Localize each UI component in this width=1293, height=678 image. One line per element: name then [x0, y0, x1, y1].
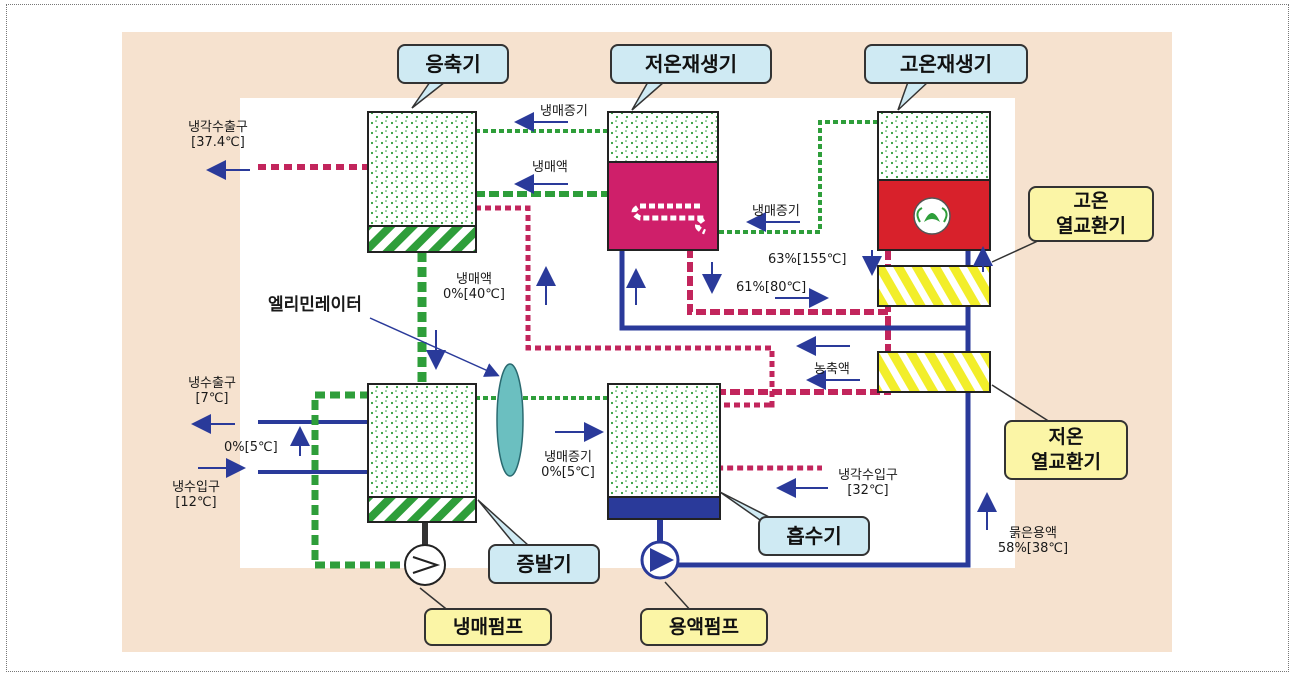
low-temp-hx-line2: 열교환기 [1031, 451, 1101, 473]
cooling-water-out-text: 냉각수출구 [188, 120, 248, 135]
condenser-callout: 응축기 [397, 44, 509, 84]
high-gen-callout-pointer [897, 81, 929, 111]
evap-vapor-label: 냉매증기 0%[5℃] [530, 450, 606, 480]
low-temp-heat-exchanger [877, 351, 991, 393]
cooling-water-in-text: 냉각수입구 [838, 468, 898, 483]
refrigerant-liquid-left-value: 0%[40℃] [443, 287, 505, 302]
cooling-water-in-temp: [32℃] [847, 483, 889, 498]
condenser-callout-pointer [411, 81, 446, 109]
refrigerant-liquid-left-text: 냉매액 [456, 272, 492, 287]
dilute-solution-value: 58%[38℃] [997, 541, 1069, 556]
eliminator-element [496, 363, 524, 477]
refrigerant-vapor-mid-label: 냉매증기 [752, 204, 800, 219]
dilute-solution-branch-pipe [619, 250, 968, 331]
dilute-solution-label: 묽은용액 58%[38℃] [990, 526, 1076, 556]
absorber-vessel [607, 383, 721, 520]
low-gen-value-label: 61%[80℃] [736, 280, 807, 295]
refrigerant-liquid-top-label: 냉매액 [532, 160, 568, 175]
solution-pump-icon [640, 540, 680, 580]
refrigerant-recirc-pipe [311, 391, 400, 569]
high-hx-pointer [991, 239, 1041, 263]
eliminator-label: 엘리민레이터 [268, 295, 362, 315]
evap-value-label: 0%[5℃] [224, 440, 278, 455]
low-temp-generator-vessel [607, 111, 719, 251]
low-gen-callout-pointer [631, 81, 665, 111]
eliminator-pointer [369, 317, 500, 377]
chilled-water-out-label: 냉수출구 [7℃] [176, 376, 248, 406]
concentrated-solution-pipe [617, 248, 891, 400]
high-temp-hx-line2: 열교환기 [1056, 215, 1126, 237]
evap-vapor-text: 냉매증기 [544, 450, 592, 465]
high-temp-generator-vessel [877, 111, 991, 251]
refrigerant-pump-icon [404, 544, 446, 586]
low-temp-generator-callout: 저온재생기 [610, 44, 772, 84]
low-hx-pointer [991, 384, 1051, 423]
high-temp-heat-exchanger [877, 265, 991, 307]
evap-vapor-value: 0%[5℃] [541, 465, 595, 480]
chilled-water-in-text: 냉수입구 [172, 480, 220, 495]
absorber-callout-pointer [719, 491, 776, 521]
refrigerant-liquid-left-label: 냉매액 0%[40℃] [438, 272, 510, 302]
cooling-water-out-temp: [37.4℃] [191, 135, 245, 150]
evaporator-vessel [367, 383, 477, 523]
low-temp-hx-callout: 저온 열교환기 [1004, 420, 1128, 480]
dilute-solution-text: 묽은용액 [1009, 526, 1057, 541]
solution-pump-callout: 용액펌프 [640, 608, 768, 646]
chilled-water-in-label: 냉수입구 [12℃] [160, 480, 232, 510]
high-temp-hx-line1: 고온 [1073, 190, 1109, 212]
high-temp-generator-callout: 고온재생기 [864, 44, 1028, 84]
cooling-water-link-pipe [475, 205, 775, 408]
refrigerant-vapor-top-label: 냉매증기 [540, 104, 588, 119]
absorber-callout: 흡수기 [758, 516, 870, 556]
cooling-water-in-label: 냉각수입구 [32℃] [826, 468, 910, 498]
cooling-water-out-label: 냉각수출구 [37.4℃] [176, 120, 260, 150]
condenser-vessel [367, 111, 477, 253]
solution-pump-pointer [664, 581, 693, 613]
page-frame [6, 4, 1289, 672]
refrigerant-pump-callout: 냉매펌프 [424, 608, 552, 646]
evaporator-callout: 증발기 [488, 544, 600, 584]
chilled-water-out-text: 냉수출구 [188, 376, 236, 391]
chilled-water-out-temp: [7℃] [195, 391, 229, 406]
evaporator-callout-pointer [477, 499, 529, 546]
flow-arrows [191, 112, 997, 530]
chilled-water-in-temp: [12℃] [175, 495, 217, 510]
high-temp-hx-callout: 고온 열교환기 [1028, 186, 1154, 242]
high-hx-value-label: 63%[155℃] [768, 252, 847, 267]
low-temp-hx-line1: 저온 [1048, 426, 1084, 448]
concentrated-solution-label: 농축액 [814, 362, 850, 377]
